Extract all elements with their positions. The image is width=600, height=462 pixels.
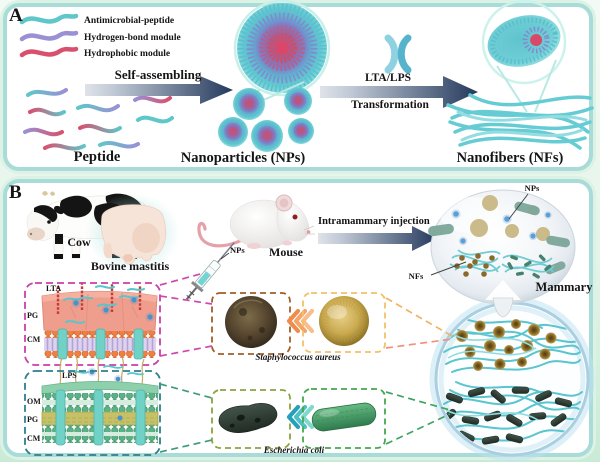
- lta-lps-label: LTA/LPS: [364, 72, 412, 84]
- panel-b: [3, 179, 593, 457]
- cm-label-gram-negative: CM: [27, 434, 41, 443]
- legend-label-antimicrobial: Antimicrobial-peptide: [84, 16, 175, 26]
- mouse-label: Mouse: [269, 245, 303, 259]
- syringe-nps-label: NPs: [230, 245, 245, 255]
- mammary-nfs-label: NFs: [408, 271, 424, 281]
- pg-label-gram-negative: PG: [27, 415, 39, 424]
- panel-b-label: B: [9, 182, 22, 203]
- peptide-label: Peptide: [73, 149, 121, 165]
- staphylococcus-label: Staphylococcus aureus: [255, 352, 341, 362]
- nanoparticles-label: Nanoparticles (NPs): [180, 150, 306, 166]
- nanofibers-label: Nanofibers (NFs): [456, 150, 564, 166]
- self-assembling-label: Self-assembling: [114, 67, 202, 82]
- lps-label: LPS: [62, 371, 77, 380]
- bovine-mastitis-label: Bovine mastitis: [90, 259, 170, 273]
- mammary-nps-label: NPs: [524, 183, 540, 193]
- legend-label-hydrogen-bond: Hydrogen-bond module: [84, 33, 181, 43]
- cm-label-gram-positive: CM: [27, 335, 41, 344]
- escherichia-label: Escherichia coli: [263, 445, 325, 455]
- transformation-label: Transformation: [351, 99, 429, 111]
- panel-a: [3, 3, 593, 171]
- panel-a-label: A: [9, 5, 23, 26]
- mammary-label: Mammary: [535, 280, 593, 294]
- legend-label-hydrophobic: Hydrophobic module: [84, 49, 171, 59]
- lta-label: LTA: [46, 284, 62, 293]
- pg-label-gram-positive: PG: [27, 311, 39, 320]
- injection-arrow-label: Intramammary injection: [318, 216, 430, 227]
- om-label: OM: [27, 397, 41, 406]
- cow-label: Cow: [67, 235, 91, 249]
